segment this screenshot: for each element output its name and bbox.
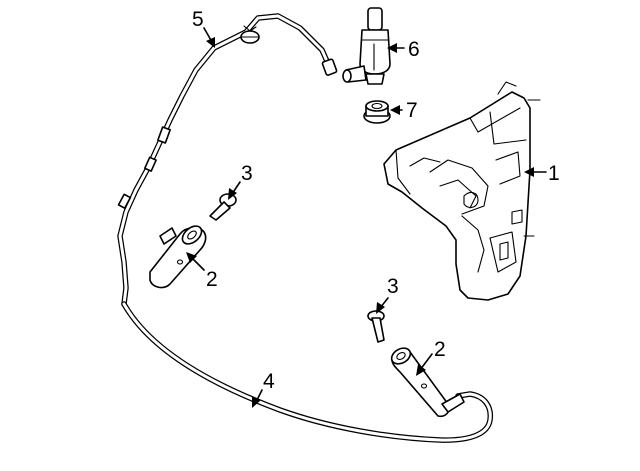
screw-right	[367, 310, 385, 343]
washer-hose	[117, 13, 494, 443]
washer-nozzle-left	[149, 225, 207, 289]
callout-3-left-label: 3	[241, 162, 253, 185]
pump-grommet	[363, 100, 391, 124]
callout-2-left-label: 2	[206, 268, 218, 291]
callout-leaders	[186, 27, 547, 408]
callout-1-label: 1	[548, 162, 560, 185]
callout-3-right-label: 3	[387, 275, 399, 298]
callout-5-label: 5	[192, 8, 204, 31]
callout-4-label: 4	[263, 370, 275, 393]
washer-pump	[342, 7, 391, 85]
washer-nozzle-right	[390, 347, 465, 418]
callout-6-label: 6	[408, 38, 420, 61]
hose-clip	[240, 25, 260, 44]
washer-reservoir	[383, 81, 541, 301]
hose-end-fitting	[321, 58, 338, 76]
callout-7-label: 7	[406, 99, 418, 122]
callout-2-right-label: 2	[434, 338, 446, 361]
hose-connector	[117, 126, 171, 209]
screw-left	[209, 193, 237, 221]
